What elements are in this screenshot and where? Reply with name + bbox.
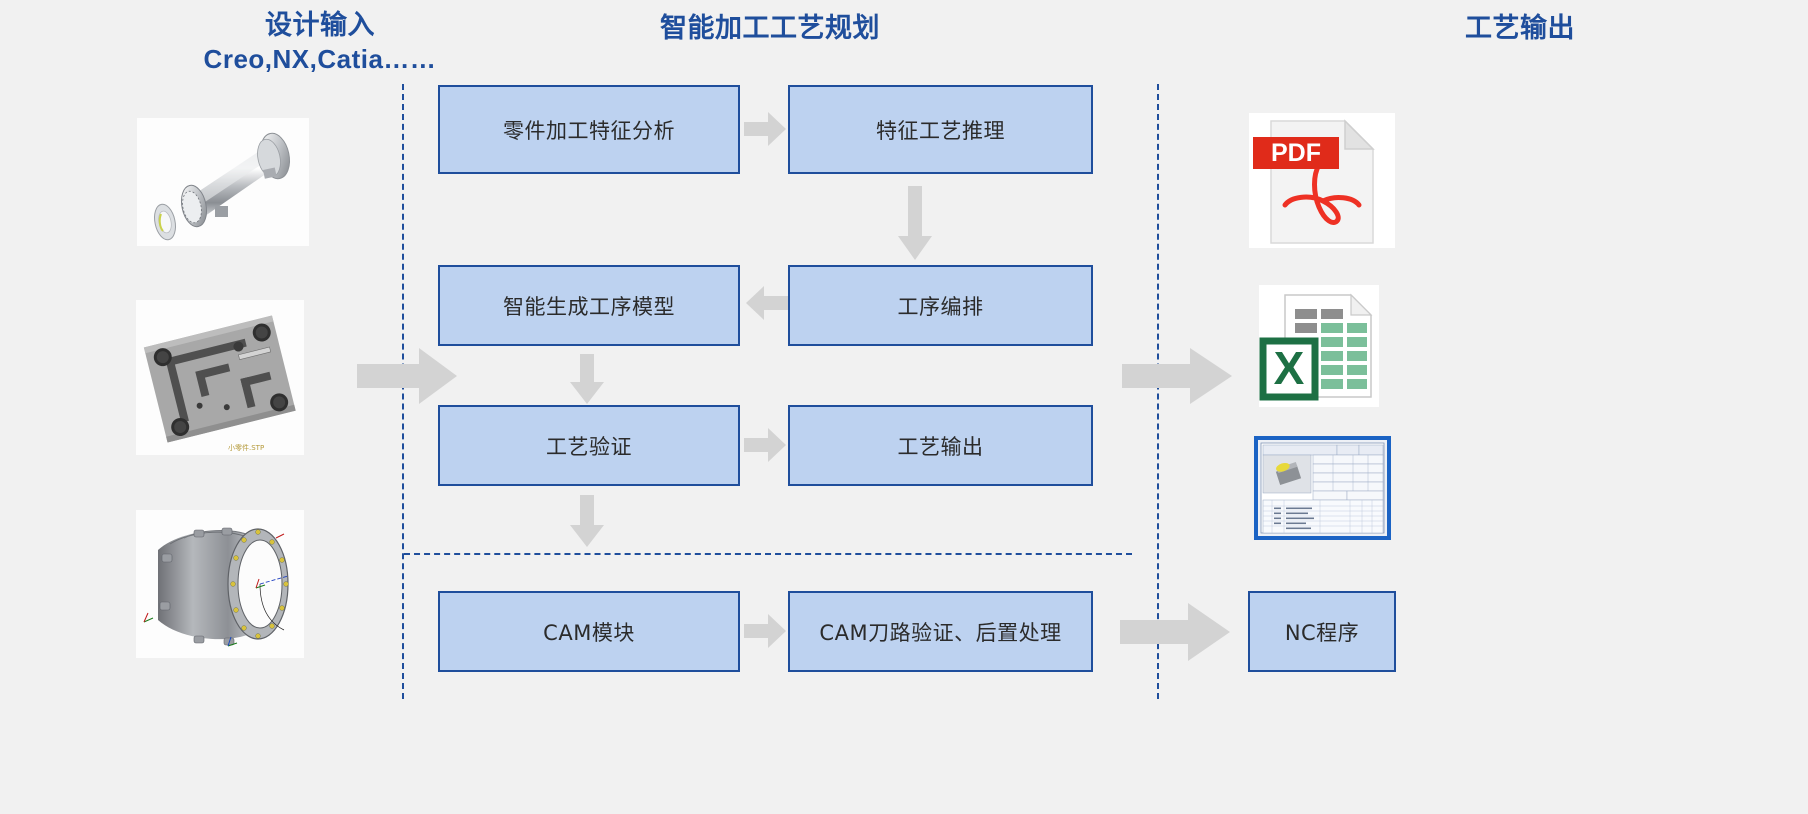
divider-left-dashed [402, 84, 404, 699]
column-title-design-input: 设计输入 Creo,NX,Catia…… [140, 10, 500, 75]
column-title-design-input-main: 设计输入 [265, 10, 375, 40]
process-box-process-sequencing[interactable]: 工序编排 [788, 265, 1093, 346]
arrow-right-icon-cam-to-toolpath [744, 614, 786, 648]
structural-plate-cad-thumbnail: 小零件.STP [136, 300, 304, 455]
process-box-cam-toolpath-verification[interactable]: CAM刀路验证、后置处理 [788, 591, 1093, 672]
shaft-housing-cad-thumbnail [137, 118, 309, 246]
arrow-right-icon-feature-analysis-to-reasoning [744, 112, 786, 146]
process-box-nc-program[interactable]: NC程序 [1248, 591, 1396, 672]
arrow-right-icon-design-input-to-planning [357, 348, 457, 404]
excel-badge-label: X [1274, 342, 1305, 394]
arrow-right-icon-verification-to-output [744, 428, 786, 462]
process-box-feature-analysis[interactable]: 零件加工特征分析 [438, 85, 740, 174]
pdf-file-icon: PDF [1249, 113, 1395, 248]
divider-cam-dashed [404, 553, 1132, 555]
column-title-process-output: 工艺输出 [1465, 13, 1575, 43]
process-box-feature-reasoning[interactable]: 特征工艺推理 [788, 85, 1093, 174]
process-sheet-drawing-thumbnail [1254, 436, 1391, 540]
excel-spreadsheet-icon: X [1259, 285, 1379, 407]
arrow-down-icon-generate-model-to-verification [570, 354, 604, 404]
process-box-process-output[interactable]: 工艺输出 [788, 405, 1093, 486]
arrow-right-icon-planning-to-process-output [1122, 348, 1232, 404]
column-title-planning: 智能加工工艺规划 [660, 13, 880, 43]
divider-right-dashed [1157, 84, 1159, 699]
pdf-badge-label: PDF [1271, 139, 1321, 167]
column-title-design-input-sub: Creo,NX,Catia…… [203, 43, 437, 74]
process-box-cam-module[interactable]: CAM模块 [438, 591, 740, 672]
process-box-process-verification[interactable]: 工艺验证 [438, 405, 740, 486]
svg-text:小零件.STP: 小零件.STP [228, 443, 264, 452]
arrow-down-icon-verification-to-cam [570, 495, 604, 547]
arrow-right-icon-toolpath-to-nc-program [1120, 603, 1230, 661]
arrow-left-icon-sequencing-to-generate-model [746, 286, 788, 320]
process-box-generate-process-model[interactable]: 智能生成工序模型 [438, 265, 740, 346]
arrow-down-icon-reasoning-to-sequencing [898, 186, 932, 260]
engine-casing-cad-thumbnail [136, 510, 304, 658]
